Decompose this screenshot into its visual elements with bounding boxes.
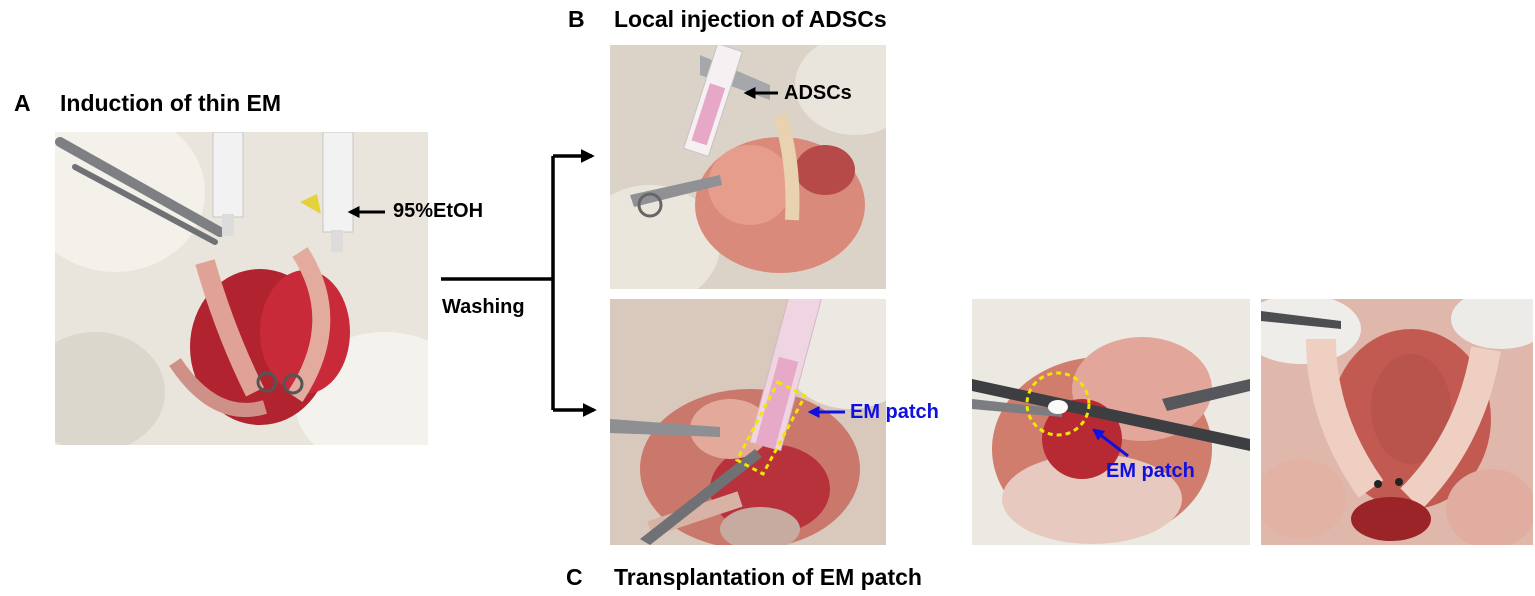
washing-label: Washing [442,296,525,318]
em-patch-label-1: EM patch [850,401,939,423]
photo-induction [55,132,428,445]
adscs-label: ADSCs [784,82,852,104]
photo-outcome [1261,299,1533,545]
photo-em-patch-transplant [610,299,886,545]
panel-b-letter: B [568,6,585,32]
panel-c-letter: C [566,564,583,590]
panel-b-title: Local injection of ADSCs [614,6,887,32]
photo-em-patch-closeup [972,299,1250,545]
panel-a-letter: A [14,90,31,116]
photo-adscs-injection [610,45,886,289]
panel-c-title: Transplantation of EM patch [614,564,922,590]
em-patch-label-2: EM patch [1106,460,1195,482]
panel-a-title: Induction of thin EM [60,90,282,116]
etoh-label: 95%EtOH [393,200,484,222]
workflow-branch-lines [441,149,597,417]
